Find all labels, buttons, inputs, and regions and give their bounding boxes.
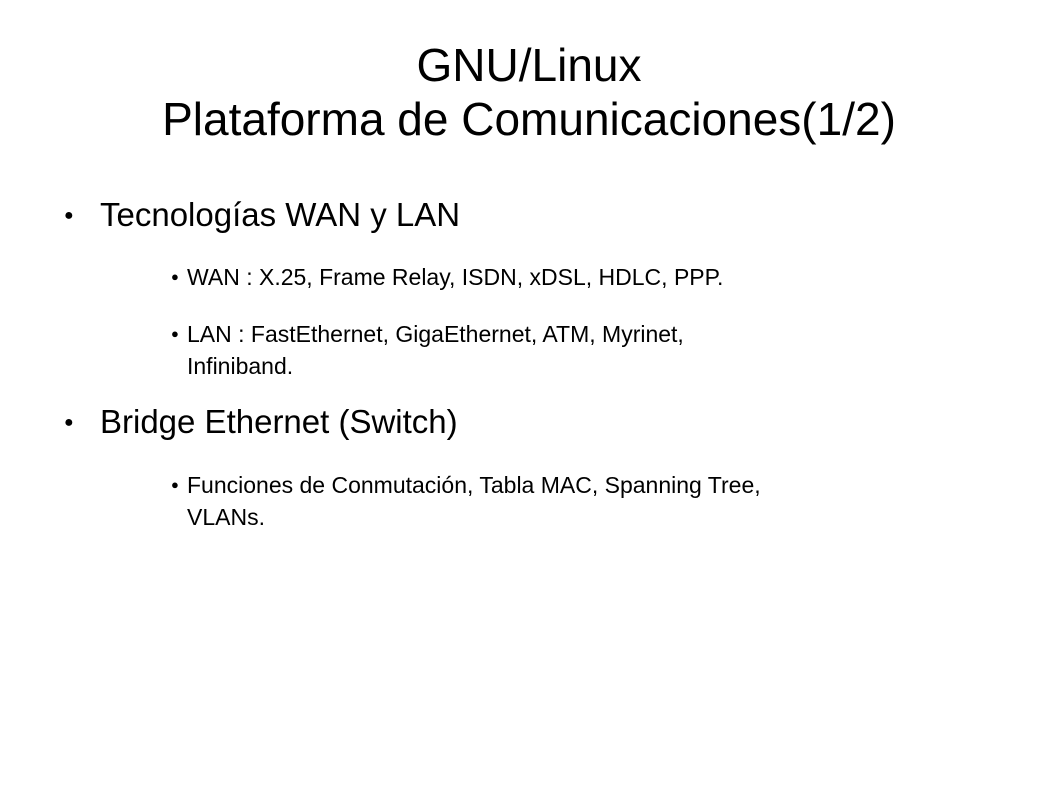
slide-title: GNU/Linux Plataforma de Comunicaciones(1… (0, 38, 1058, 146)
sub-bullet-text-line-1: Funciones de Conmutación, Tabla MAC, Spa… (187, 472, 761, 498)
sub-bullet-text: Funciones de Conmutación, Tabla MAC, Spa… (187, 469, 761, 533)
bullet-text: Tecnologías WAN y LAN (100, 196, 461, 233)
slide-title-line-2: Plataforma de Comunicaciones(1/2) (162, 93, 896, 145)
sub-bullet-text-line-1: WAN : X.25, Frame Relay, ISDN, xDSL, HDL… (187, 264, 724, 290)
sub-bullet-icon: ● (171, 326, 179, 341)
bullet-text: Bridge Ethernet (Switch) (100, 403, 458, 440)
sub-bullet-icon: ● (171, 269, 179, 284)
sub-bullet-icon: ● (171, 477, 179, 492)
slide-title-line-1: GNU/Linux (416, 39, 642, 91)
sub-bullet-text: LAN : FastEthernet, GigaEthernet, ATM, M… (187, 318, 684, 382)
sub-bullet-text: WAN : X.25, Frame Relay, ISDN, xDSL, HDL… (187, 261, 723, 293)
sub-bullet-text-line-1: LAN : FastEthernet, GigaEthernet, ATM, M… (187, 321, 684, 347)
sub-bullet-text-line-2: Infiniband. (187, 353, 294, 379)
sub-bullet-text-line-2: VLANs. (187, 504, 265, 530)
bullet-icon: ● (64, 414, 74, 431)
bullet-icon: ● (64, 207, 74, 224)
